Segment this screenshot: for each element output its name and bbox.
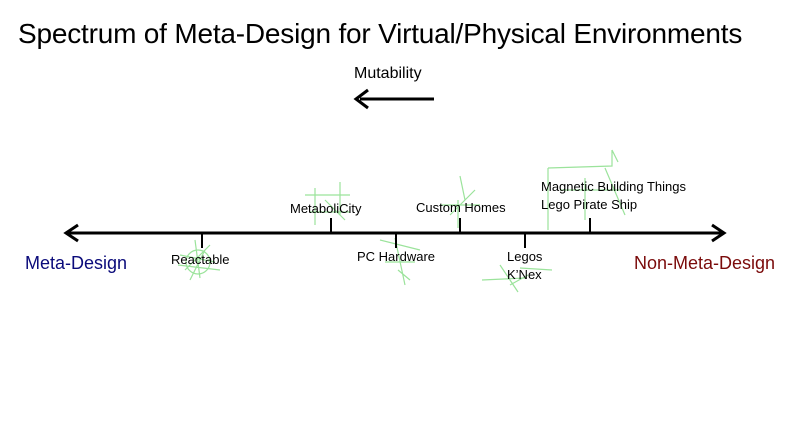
axis-left-arrowhead [63, 223, 79, 243]
item-reactable: Reactable [171, 252, 230, 267]
axis-right-arrowhead [711, 223, 727, 243]
item-lego-pirate-ship: Lego Pirate Ship [541, 197, 638, 212]
item-knex: K’Nex [507, 267, 542, 282]
non-meta-design-label: Non-Meta-Design [634, 253, 776, 273]
item-legos: Legos [507, 249, 543, 264]
mutability-arrow [353, 88, 434, 110]
mutability-label: Mutability [354, 65, 422, 82]
sketch-traces [177, 149, 626, 293]
item-pc-hardware: PC Hardware [357, 249, 436, 264]
page-title: Spectrum of Meta-Design for Virtual/Phys… [18, 18, 743, 49]
meta-design-label: Meta-Design [25, 253, 128, 273]
item-metabolicity: MetaboliCity [290, 201, 362, 216]
item-magnetic-building-things: Magnetic Building Things [541, 179, 687, 194]
item-custom-homes: Custom Homes [416, 200, 506, 215]
